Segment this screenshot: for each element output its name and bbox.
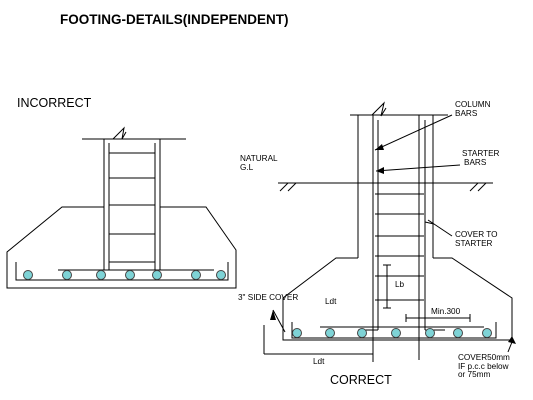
- natural-gl-label: NATURAL G.L: [240, 154, 278, 172]
- incorrect-footing: [6, 126, 237, 289]
- incorrect-bottom-bar: [15, 262, 229, 281]
- min300-label: Min.300: [431, 307, 461, 316]
- incorrect-heading: INCORRECT: [17, 96, 92, 110]
- side-cover-dimension: [272, 309, 286, 333]
- column-bars-label: COLUMN BARS: [455, 100, 491, 118]
- cover50-label: COVER50mm IF p.c.c below or 75mm: [458, 353, 510, 380]
- correct-break-symbol: [371, 101, 387, 117]
- ldt-lower-dimension: [264, 353, 374, 362]
- cover-starter-leader: [427, 219, 453, 237]
- incorrect-break-symbol: [112, 126, 127, 140]
- starter-bars-label: STARTER BARS: [462, 149, 500, 167]
- ground-hatch-left: [279, 182, 297, 192]
- correct-bottom-bar: [291, 322, 497, 339]
- page-title: FOOTING-DETAILS(INDEPENDENT): [60, 12, 289, 27]
- column-bars-leader: [374, 114, 453, 151]
- incorrect-bar-dots: [23, 270, 226, 280]
- lb-label: Lb: [395, 280, 405, 289]
- incorrect-ties: [109, 152, 155, 263]
- ldt-upper-label: Ldt: [325, 297, 337, 306]
- cover50-dimension: [507, 341, 513, 353]
- correct-heading: CORRECT: [330, 373, 392, 387]
- correct-ties: [375, 193, 424, 301]
- correct-bar-dots: [292, 328, 492, 338]
- starter-bars-leader: [375, 164, 461, 172]
- cover-to-starter-label: COVER TO STARTER: [455, 230, 498, 248]
- correct-footing: [263, 101, 516, 362]
- ldt-lower-label: Ldt: [313, 357, 325, 366]
- correct-footing-outline: [282, 257, 513, 341]
- side-cover-label: 3" SIDE COVER: [238, 293, 299, 302]
- incorrect-footing-outline: [6, 206, 237, 289]
- ground-hatch-right: [469, 182, 487, 192]
